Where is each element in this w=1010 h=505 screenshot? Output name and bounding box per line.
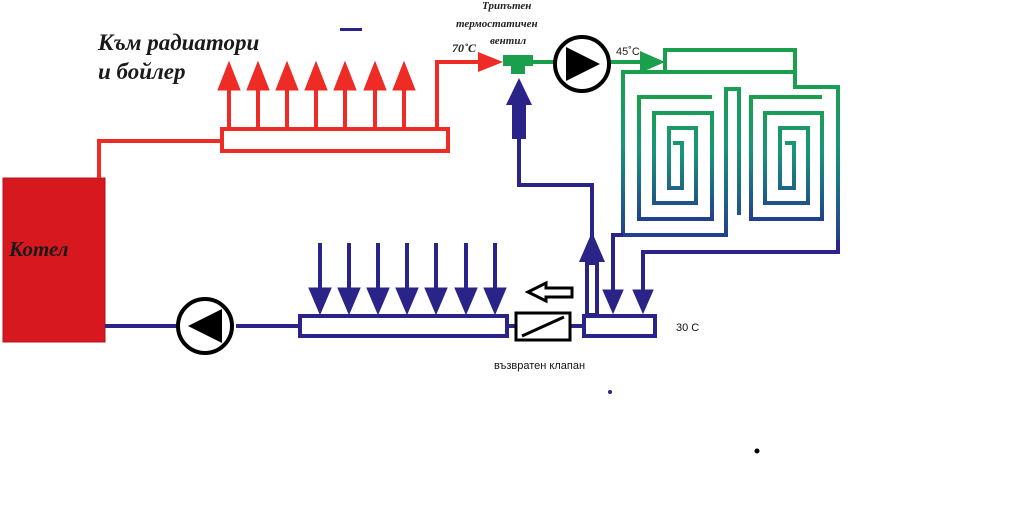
cold-arrow: [632, 284, 654, 315]
dot: [608, 390, 612, 394]
hot-arrow: [275, 60, 299, 129]
floor-return-pipes: [611, 233, 840, 285]
return-temp-label: 30 C: [676, 322, 699, 334]
hot-arrow: [217, 60, 241, 129]
blue-mark: [340, 28, 362, 31]
hot-arrow: [304, 60, 328, 129]
cold-arrow: [366, 243, 390, 316]
cold-arrow: [395, 243, 419, 316]
floor-coil-right: [749, 95, 824, 221]
boiler-label: Котел: [8, 237, 69, 261]
bypass-return-arrow: [579, 232, 605, 316]
hot-distribution-manifold: [220, 127, 450, 153]
floor-supply-arrow: [640, 51, 665, 73]
bypass-arrow-up: [506, 78, 532, 139]
hot-arrow-to-valve: [478, 52, 503, 72]
hot-arrow: [333, 60, 357, 129]
flow-direction-arrow: [524, 280, 574, 304]
floor-temp-label: 45˚C: [616, 46, 640, 58]
valve-label-line1: Трипътен: [482, 0, 531, 12]
return-arrows: [308, 243, 507, 316]
cold-arrow: [337, 243, 361, 316]
cold-arrow: [454, 243, 478, 316]
radiator-supply-arrows: [217, 60, 416, 129]
supply-temp-label: 70˚C: [452, 41, 477, 55]
hot-arrow: [392, 60, 416, 129]
check-valve: [514, 311, 572, 342]
radiators-label-line2: и бойлер: [98, 59, 186, 84]
check-valve-label: възвратен клапан: [494, 360, 585, 372]
floor-return-manifold: [582, 314, 657, 338]
cold-arrow: [602, 284, 624, 315]
hot-arrow: [246, 60, 270, 129]
floor-heating-loops: [621, 70, 840, 240]
main-pump: [176, 297, 234, 355]
cold-arrow: [424, 243, 448, 316]
boiler: [2, 177, 106, 343]
floor-pump: [553, 35, 611, 93]
floor-coil-left: [637, 95, 714, 221]
valve-label-line2: термостатичен: [456, 18, 538, 30]
floor-manifold: [663, 48, 797, 74]
cold-arrow: [483, 243, 507, 316]
radiators-label-line1: Към радиатори: [97, 30, 260, 55]
dot: [754, 448, 760, 454]
valve-label-line3: вентил: [490, 35, 526, 47]
three-way-valve: [503, 55, 533, 74]
hot-arrow: [363, 60, 387, 129]
bypass-pipe: [517, 110, 594, 255]
floor-return-arrows: [602, 284, 654, 315]
return-manifold: [298, 314, 509, 338]
cold-arrow: [308, 243, 332, 316]
